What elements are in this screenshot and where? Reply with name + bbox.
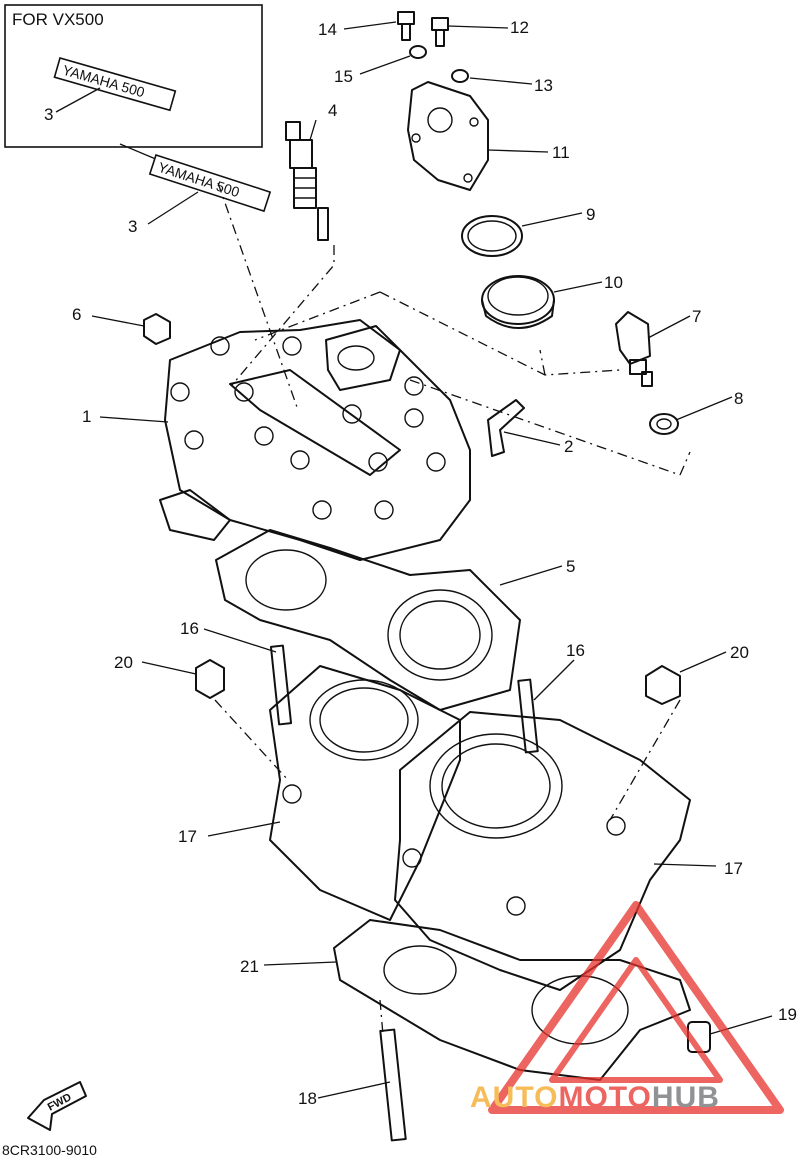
callout-15: 15: [334, 67, 353, 86]
callout-4: 4: [328, 101, 337, 120]
inset-title: FOR VX500: [12, 10, 104, 29]
callout-labels: 14 12 15 13 11 9 10 7 8 2 6 1 4 3 3 5 16…: [44, 18, 797, 1108]
head-gasket: [215, 529, 521, 711]
callout-5: 5: [566, 557, 575, 576]
callout-6: 6: [72, 305, 81, 324]
temp-sensor: [615, 311, 653, 387]
fitting-2: [487, 399, 525, 457]
thermostat: [481, 275, 555, 329]
inset-box: FOR VX500 YAMAHA 500: [4, 4, 263, 148]
washer-13: [451, 69, 469, 83]
o-ring: [461, 215, 523, 257]
callout-10: 10: [604, 273, 623, 292]
callout-3-main: 3: [128, 217, 137, 236]
fwd-arrow: FWD: [27, 1081, 87, 1131]
diagram-code: 8CR3100-9010: [2, 1142, 97, 1158]
callout-12: 12: [510, 18, 529, 37]
callout-19: 19: [778, 1005, 797, 1024]
cylinder-left: [269, 665, 461, 921]
stud-18: [379, 1028, 407, 1142]
callout-3-inset: 3: [44, 105, 53, 124]
nut-20-right: [645, 665, 681, 705]
callout-17-left: 17: [178, 827, 197, 846]
svg-text:AUTOMOTOHUB: AUTOMOTOHUB: [470, 1081, 720, 1114]
bolt-12: [431, 17, 449, 47]
cylinder-head: [159, 319, 471, 561]
callout-8: 8: [734, 389, 743, 408]
nut-6: [143, 313, 171, 345]
callout-17-right: 17: [724, 859, 743, 878]
callout-13: 13: [534, 76, 553, 95]
leader-lines: [55, 21, 773, 1099]
callout-16-right: 16: [566, 641, 585, 660]
callout-9: 9: [586, 205, 595, 224]
watermark-logo: AUTOMOTOHUB: [470, 901, 784, 1114]
callout-18: 18: [298, 1089, 317, 1108]
thermostat-cover: [407, 81, 489, 191]
callout-16-left: 16: [180, 619, 199, 638]
callout-20-left: 20: [114, 653, 133, 672]
base-gasket: [333, 919, 691, 1081]
decal-main: YAMAHA 500: [148, 153, 272, 213]
washer-15: [409, 45, 427, 59]
callout-20-right: 20: [730, 643, 749, 662]
callout-1: 1: [82, 407, 91, 426]
callout-7: 7: [692, 307, 701, 326]
reference-lines: [214, 182, 691, 1036]
callout-14: 14: [318, 20, 337, 39]
callout-21: 21: [240, 957, 259, 976]
callout-11: 11: [552, 143, 570, 162]
watermark-part1: AUTO: [470, 1081, 558, 1114]
bolt-14: [397, 11, 415, 41]
callout-2: 2: [564, 437, 573, 456]
watermark-part2: MOTO: [558, 1081, 651, 1114]
cylinder-right: [394, 711, 691, 991]
watermark-part3: HUB: [652, 1081, 720, 1114]
stud-16-left: [269, 644, 293, 726]
spark-plug: [285, 121, 329, 241]
washer-8: [649, 413, 679, 435]
nut-20-left: [195, 659, 225, 699]
